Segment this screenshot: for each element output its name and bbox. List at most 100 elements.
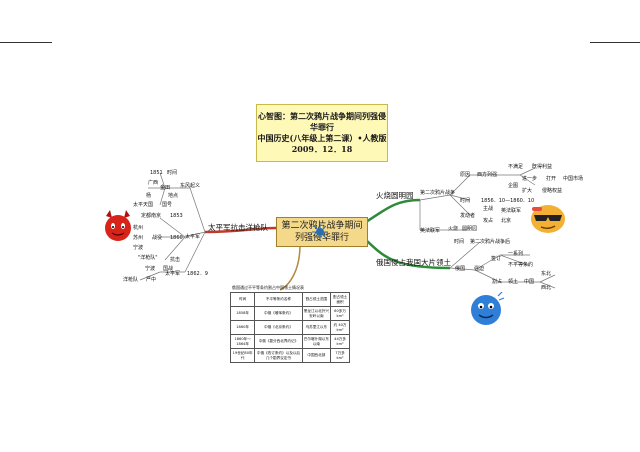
central-topic-line-2: 列强侵华罪行 bbox=[294, 233, 349, 243]
table-cell: 巴尔喀什湖以东以南 bbox=[301, 334, 332, 349]
node-guangxi: 广西 bbox=[148, 180, 159, 186]
node-china: 中国 bbox=[524, 279, 535, 285]
node-purpose: 企图 bbox=[508, 183, 519, 189]
node-china-market: 中国市场 bbox=[563, 176, 584, 182]
branch-right-bottom bbox=[365, 239, 451, 270]
table-row: 1860年～1864年 中俄《勘分西北界约记》 巴尔喀什湖以东以南 44万多 k… bbox=[229, 334, 350, 349]
node-beijing: 北京 bbox=[501, 218, 512, 224]
table-header-row: 时间 不平等条约名称 割占领土范围 割占领土面积 bbox=[229, 292, 350, 307]
node-time-rt: 时间 bbox=[460, 198, 471, 204]
node-northwest: 西北 bbox=[541, 285, 552, 291]
node-time-left: 时间 bbox=[167, 170, 178, 176]
table-cell: 60多万 km² bbox=[330, 306, 350, 321]
bug-icon bbox=[312, 224, 328, 240]
node-taipingjun: 太平军 bbox=[185, 234, 201, 240]
branch-right-top bbox=[365, 198, 421, 224]
table-title: 俄国通过不平等条约割占中国领土情况表 bbox=[232, 285, 304, 290]
branch-right-bottom-label[interactable]: 俄国侵占我国大片领土 bbox=[376, 258, 451, 267]
node-place: 地点 bbox=[168, 193, 179, 199]
node-yang: 杨 bbox=[146, 193, 152, 199]
table-cell: 约 40万 km² bbox=[330, 320, 350, 335]
table-cell: 44万多 km² bbox=[330, 334, 350, 349]
node-taiping-tianguo: 太平天国 bbox=[133, 202, 154, 208]
node-1853: 1853 bbox=[170, 213, 183, 219]
node-1860-left: 1860 bbox=[170, 235, 183, 241]
top-left-rule bbox=[0, 42, 52, 43]
node-invade: 侵略权益 bbox=[542, 188, 563, 194]
title-line-1: 心智图：第二次鸦片战争期间列强侵华罪行 bbox=[258, 111, 386, 132]
node-1851: 1851 bbox=[150, 170, 163, 176]
node-time-val: 1856．10—1860．10 bbox=[481, 198, 535, 204]
table-cell: 7万多 km² bbox=[330, 348, 350, 363]
table-cell: 中国西北部 bbox=[301, 348, 332, 363]
node-russia: 俄国 bbox=[455, 266, 466, 272]
table-cell: 黑龙江以北外兴安岭以南 bbox=[301, 306, 332, 321]
node-not-satisfied: 不满足 bbox=[508, 164, 524, 170]
node-sign: 签订 bbox=[491, 256, 502, 262]
node-capital: 定都南京 bbox=[141, 213, 162, 219]
table-cell: 中俄《改订条约》以及以后几个勘界议定书 bbox=[254, 348, 303, 363]
node-zhuzhan: 主战 bbox=[483, 206, 494, 212]
node-kangji: 抗击 bbox=[170, 257, 181, 263]
table-cell: 乌苏里江以东 bbox=[301, 320, 332, 335]
node-guohao: 国号 bbox=[162, 202, 173, 208]
table-cell: 19世纪80年代 bbox=[229, 348, 256, 363]
territory-table: 时间 不平等条约名称 割占领土范围 割占领土面积 1858年 中俄《瑷珲条约》 … bbox=[229, 292, 350, 363]
node-jintian: 金田 bbox=[160, 185, 171, 191]
node-further: 进一步 bbox=[522, 176, 538, 182]
node-ym: 圆明园 bbox=[462, 226, 478, 232]
table-cell: 中俄《瑷珲条约》 bbox=[254, 306, 303, 321]
table-header: 割占领土范围 bbox=[301, 292, 332, 307]
node-1862: 1862．9 bbox=[187, 271, 208, 277]
devil-face-icon bbox=[105, 210, 131, 241]
central-topic-line-1: 第二次鸦片战争期间 bbox=[281, 221, 363, 231]
node-huoshao: 火烧 bbox=[448, 226, 459, 232]
table-cell: 1858年 bbox=[229, 306, 256, 321]
blue-face-icon bbox=[471, 292, 504, 325]
node-suzhou: 苏州 bbox=[133, 235, 144, 241]
node-war2-after: 第二次鸦片战争后 bbox=[470, 239, 511, 245]
node-guozhan: 国战 bbox=[163, 266, 174, 272]
node-zhanyi: 战役 bbox=[152, 235, 163, 241]
branch-right-top-label[interactable]: 火烧圆明园 bbox=[376, 191, 414, 200]
table-cell: 1860年 bbox=[229, 320, 256, 335]
table-header: 不平等条约名称 bbox=[254, 292, 303, 307]
branch-left-label[interactable]: 太平军抗击洋枪队 bbox=[208, 223, 268, 232]
node-ying-fa: 英法联军 bbox=[501, 208, 522, 214]
node-yangqiangdui: "洋枪队" bbox=[138, 255, 158, 261]
node-enlarge: 扩大 bbox=[522, 188, 533, 194]
title-line-3: 2009．12．18 bbox=[291, 144, 353, 154]
node-time-rb: 时间 bbox=[454, 239, 465, 245]
node-yanzhong: 严中 bbox=[146, 277, 157, 283]
node-ningbo: 宁波 bbox=[133, 245, 144, 251]
node-occupy: 攻占 bbox=[483, 218, 494, 224]
table-header: 时间 bbox=[229, 292, 256, 307]
node-kuaiqi: 强迫 bbox=[474, 266, 485, 272]
table-row: 1860年 中俄《北京条约》 乌苏里江以东 约 40万 km² bbox=[229, 320, 350, 335]
node-unequal: 不平等条约 bbox=[508, 262, 534, 268]
table-cell: 中俄《勘分西北界约记》 bbox=[254, 334, 303, 349]
node-open: 打开 bbox=[546, 176, 557, 182]
node-dongfeng: 东风起义 bbox=[180, 183, 201, 189]
table-cell: 1860年～1864年 bbox=[229, 334, 256, 349]
title-box: 心智图：第二次鸦片战争期间列强侵华罪行 中国历史(八年级上第二课）•人教版 20… bbox=[256, 104, 388, 162]
node-expand: 既得利益 bbox=[532, 164, 553, 170]
node-taipingjun2: 太平军 bbox=[165, 271, 181, 277]
node-west: 西方列强 bbox=[477, 172, 498, 178]
node-cause: 原因 bbox=[460, 172, 471, 178]
node-territory: 领土 bbox=[508, 279, 519, 285]
title-line-2: 中国历史(八年级上第二课）•人教版 bbox=[257, 133, 387, 143]
node-ningbo2: 宁波 bbox=[145, 266, 156, 272]
node-war2: 第二次鸦片战争 bbox=[420, 190, 456, 196]
table-row: 1858年 中俄《瑷珲条约》 黑龙江以北外兴安岭以南 60多万 km² bbox=[229, 306, 350, 321]
node-yangqiangdui2: 洋枪队 bbox=[123, 277, 139, 283]
node-seize: 割占 bbox=[492, 279, 503, 285]
branch-left bbox=[204, 226, 277, 234]
table-row: 19世纪80年代 中俄《改订条约》以及以后几个勘界议定书 中国西北部 7万多 k… bbox=[229, 348, 350, 363]
node-fight: 发动者 bbox=[460, 213, 476, 219]
top-right-rule bbox=[590, 42, 640, 43]
table-header: 割占领土面积 bbox=[330, 292, 350, 307]
node-series: 一系列 bbox=[508, 251, 524, 257]
node-northeast: 东北 bbox=[541, 271, 552, 277]
